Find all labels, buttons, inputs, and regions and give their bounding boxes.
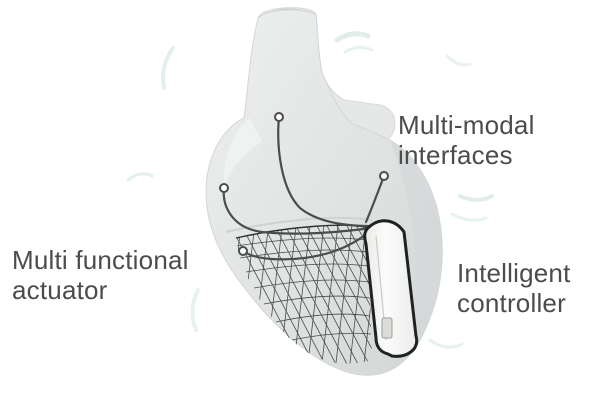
label-multi-modal-line2: interfaces	[398, 140, 535, 170]
label-actuator-line2: actuator	[12, 275, 189, 305]
label-multi-modal-interfaces: Multi-modal interfaces	[398, 110, 535, 170]
label-multi-modal-line1: Multi-modal	[398, 110, 535, 140]
label-controller-line1: Intelligent	[457, 258, 571, 288]
label-actuator-line1: Multi functional	[12, 245, 189, 275]
label-intelligent-controller: Intelligent controller	[457, 258, 571, 318]
label-multi-functional-actuator: Multi functional actuator	[12, 245, 189, 305]
label-controller-line2: controller	[457, 288, 571, 318]
